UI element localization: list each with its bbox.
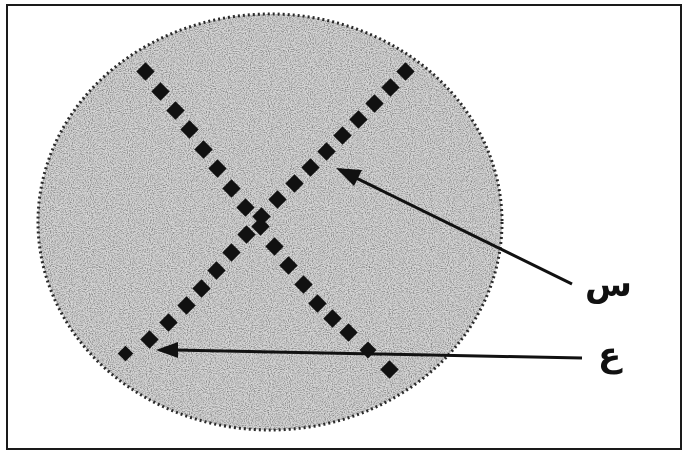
stippled-oval <box>30 10 510 440</box>
label-ain: ع <box>598 338 621 372</box>
label-sin: س <box>585 268 632 302</box>
